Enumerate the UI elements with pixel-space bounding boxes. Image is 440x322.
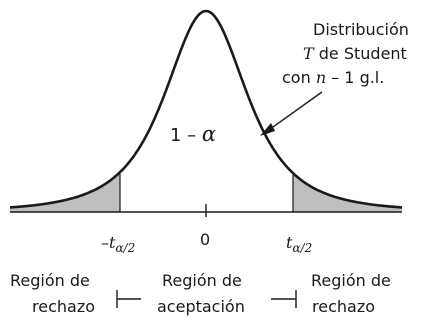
neg-t-sub: α/2 [115,241,135,255]
alpha-symbol: α [202,122,216,146]
neg-t: t [109,233,116,252]
curve-label-student: de Student [314,44,407,63]
neg-sign: – [101,233,109,252]
middle-region-line1: Región de [162,271,242,290]
curve-label-line2: T de Student [303,44,407,63]
middle-region-line2: aceptación [157,297,245,316]
pos-t: t [286,233,293,252]
left-region-line2: rechazo [32,297,95,316]
curve-label-line1: Distribución [313,20,409,39]
curve-label-n: n [316,68,326,87]
curve-label-T: T [303,44,315,63]
curve-label-line3: con n – 1 g.l. [282,68,384,87]
left-rejection-tail [10,172,120,212]
acceptance-probability-label: 1 – α [170,122,216,146]
pointer-arrow-head [260,123,275,136]
t-distribution-curve [10,9,402,209]
pointer-arrow-line [265,91,323,133]
zero-label: 0 [200,230,210,249]
right-region-line2: rechazo [312,297,375,316]
left-region-line1: Región de [10,271,90,290]
right-region-line1: Región de [311,271,391,290]
neg-critical-value-label: –tα/2 [101,233,135,255]
curve-label-con: con [282,68,316,87]
curve-label-gl: – 1 g.l. [326,68,384,87]
one-minus: 1 – [170,125,202,146]
pos-critical-value-label: tα/2 [286,233,312,255]
right-rejection-tail [293,173,402,212]
pos-t-sub: α/2 [292,241,312,255]
